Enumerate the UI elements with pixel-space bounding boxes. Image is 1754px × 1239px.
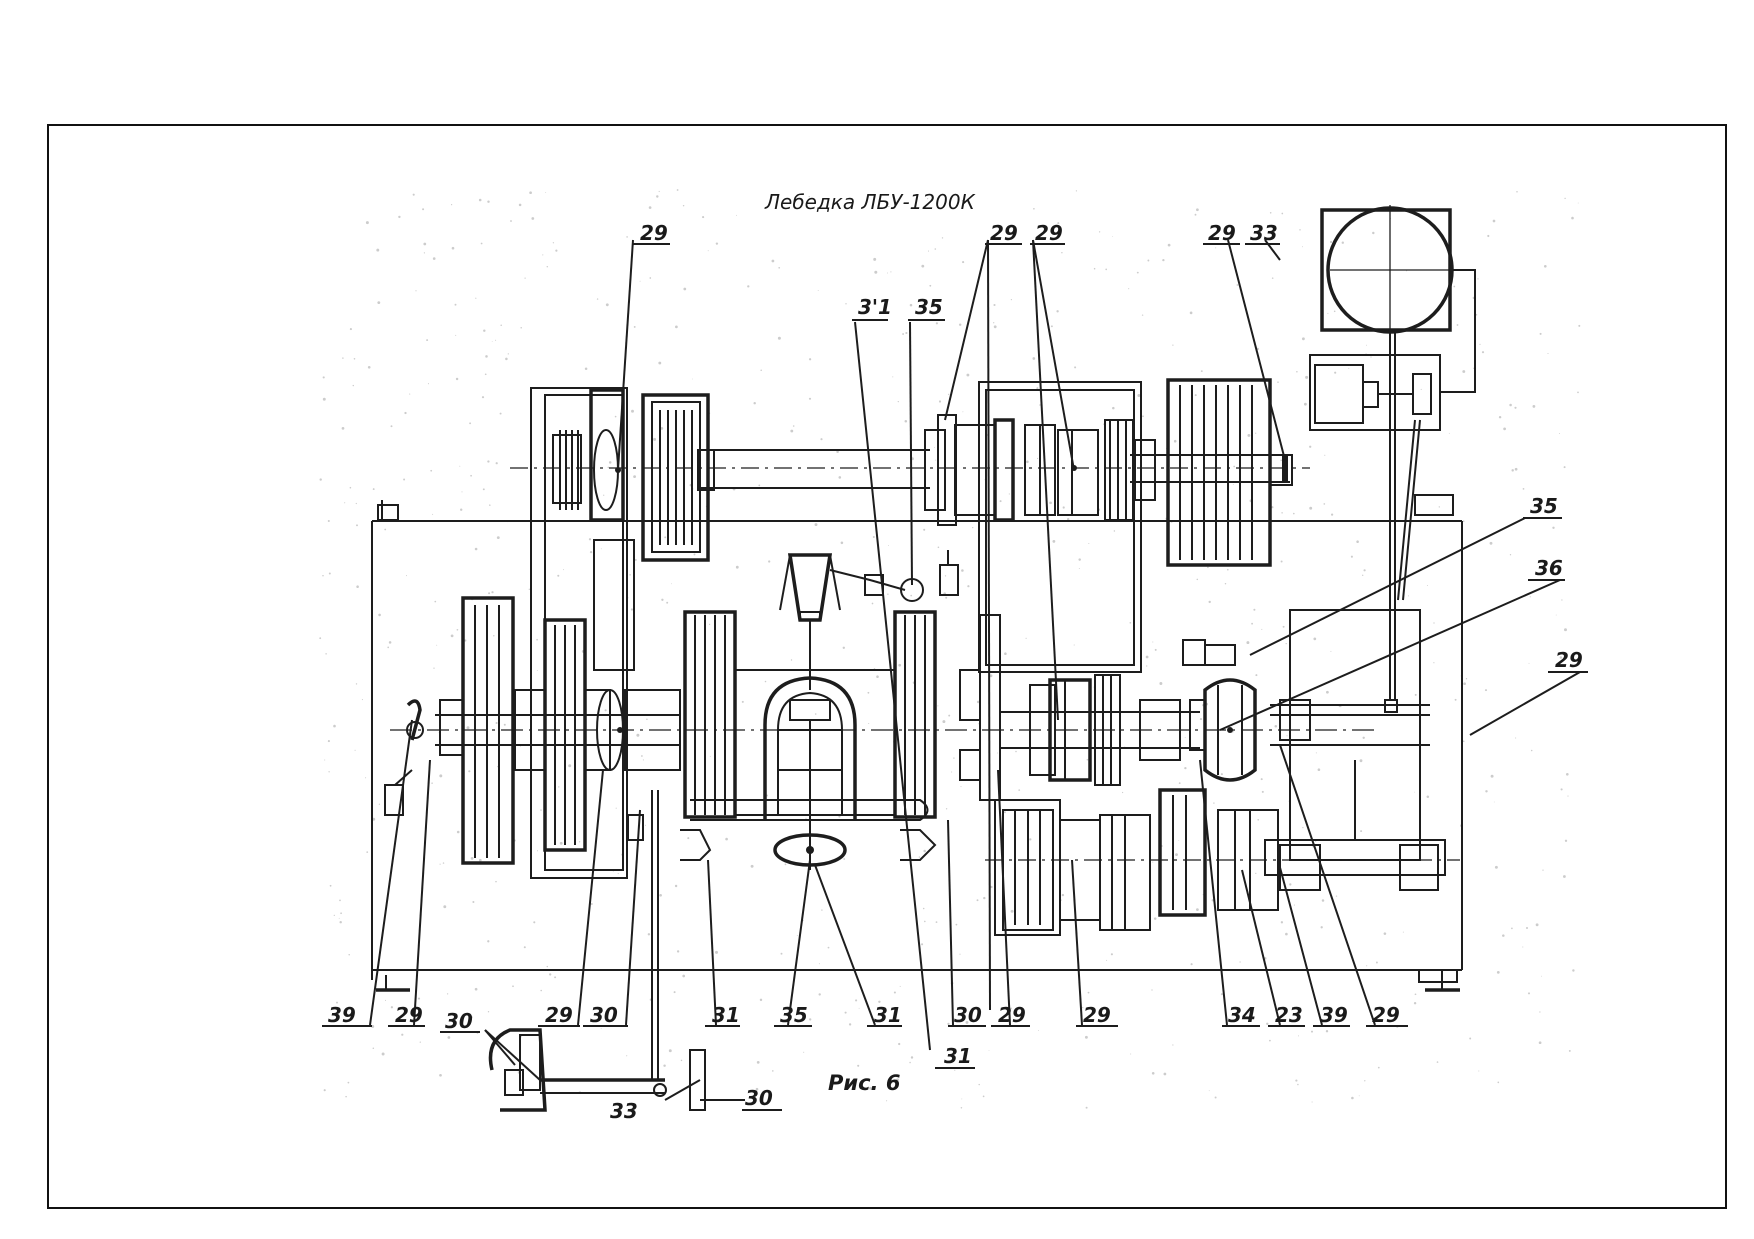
chassis-frame <box>371 500 1463 992</box>
callout-30-lower-right: 30 <box>742 1086 782 1111</box>
callout-30-bottom-2: 30 <box>948 1003 986 1027</box>
svg-text:31: 31 <box>874 1003 902 1027</box>
svg-text:36: 36 <box>1535 556 1563 580</box>
callout-29-bottom-3: 29 <box>991 1003 1030 1027</box>
callout-29-bottom-2: 29 <box>538 1003 580 1027</box>
svg-text:29: 29 <box>1208 221 1236 245</box>
callout-29-right: 29 <box>1548 648 1588 673</box>
svg-text:29: 29 <box>395 1003 423 1027</box>
leader-lines <box>369 239 1581 1101</box>
svg-text:34: 34 <box>1228 1003 1256 1027</box>
upper-center-clutch <box>924 381 1156 673</box>
callout-33-lower: 33 <box>610 1099 638 1123</box>
svg-text:23: 23 <box>1275 1003 1303 1027</box>
callout-29-bottom-left: 29 <box>388 1003 425 1027</box>
brake-assembly <box>680 550 959 870</box>
callout-29-top-right: 29 <box>1203 221 1240 245</box>
svg-text:39: 39 <box>328 1003 356 1027</box>
callout-29-bottom-right: 29 <box>1366 1003 1408 1027</box>
electric-motor <box>1309 205 1476 700</box>
callout-33-top-right: 33 <box>1245 221 1280 245</box>
svg-text:29: 29 <box>545 1003 573 1027</box>
callout-34-bottom: 34 <box>1222 1003 1260 1027</box>
callout-39-bottom-right: 39 <box>1313 1003 1350 1027</box>
callout-29-bottom-4: 29 <box>1076 1003 1118 1027</box>
svg-text:29: 29 <box>998 1003 1026 1027</box>
callout-35-right: 35 <box>1523 494 1562 519</box>
svg-text:33: 33 <box>1250 221 1278 245</box>
upper-shaft <box>510 449 1310 489</box>
svg-text:30: 30 <box>745 1086 773 1110</box>
callout-31-bottom-1: 31 <box>705 1003 740 1027</box>
callout-30-bottom-1: 30 <box>583 1003 628 1027</box>
callout-29-top-left: 29 <box>632 221 670 245</box>
svg-text:35: 35 <box>1530 494 1558 518</box>
callout-30-lower-left: 30 <box>440 1009 480 1033</box>
bottom-left-mechanism <box>488 790 706 1112</box>
scan-noise <box>319 189 1581 1109</box>
main-shaft <box>390 704 1430 749</box>
svg-text:30: 30 <box>445 1009 473 1033</box>
svg-text:29: 29 <box>1083 1003 1111 1027</box>
callout-29-top-center: 29 <box>985 221 1022 245</box>
callout-35-bottom: 35 <box>774 1003 812 1027</box>
svg-text:33: 33 <box>610 1099 638 1123</box>
figure-caption: Рис. 6 <box>828 1071 900 1095</box>
right-middle-clutch <box>959 609 1421 861</box>
callout-31-top: 3'1 <box>852 295 892 321</box>
svg-text:3'1: 3'1 <box>858 295 892 319</box>
svg-text:30: 30 <box>954 1003 982 1027</box>
svg-text:29: 29 <box>1372 1003 1400 1027</box>
left-drum <box>384 596 681 865</box>
callout-29-top-center-2: 29 <box>1030 221 1065 245</box>
callout-35-top: 35 <box>908 295 945 321</box>
svg-text:35: 35 <box>780 1003 808 1027</box>
svg-text:29: 29 <box>640 221 668 245</box>
diagram-title: Лебедка ЛБУ-1200К <box>764 190 976 214</box>
lower-right-drums <box>985 788 1460 936</box>
callout-39-bottom-left: 39 <box>322 1003 372 1027</box>
drawing-frame <box>47 124 1727 1209</box>
upper-left-coupling <box>530 387 715 879</box>
svg-text:31: 31 <box>944 1044 972 1068</box>
svg-text:35: 35 <box>915 295 943 319</box>
svg-text:30: 30 <box>590 1003 618 1027</box>
svg-text:29: 29 <box>1555 648 1583 672</box>
callout-31-lower: 31 <box>935 1044 975 1069</box>
callout-31-bottom-2: 31 <box>867 1003 902 1027</box>
callout-labels: 29 29 29 29 33 3'1 35 35 <box>322 221 1588 1123</box>
svg-text:29: 29 <box>1035 221 1063 245</box>
callout-36-right: 36 <box>1528 556 1565 581</box>
svg-text:29: 29 <box>990 221 1018 245</box>
svg-text:39: 39 <box>1320 1003 1348 1027</box>
svg-text:31: 31 <box>712 1003 740 1027</box>
upper-right-drum <box>1166 378 1293 567</box>
callout-23-bottom: 23 <box>1268 1003 1305 1027</box>
